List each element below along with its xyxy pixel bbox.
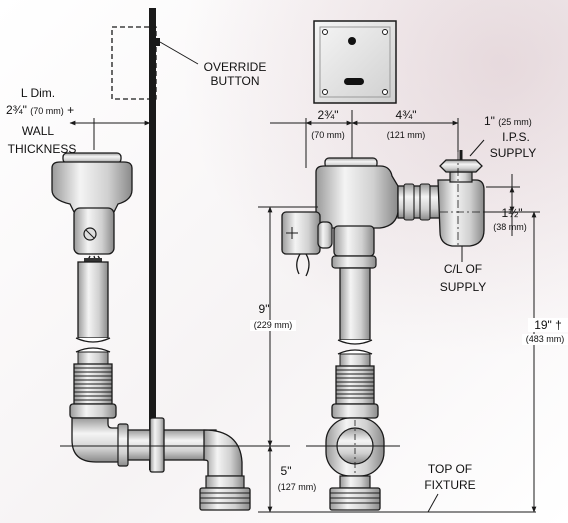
dim-1-5-value: 1½" [501, 206, 523, 220]
outlet-elbow [203, 429, 243, 477]
horizontal-pipe [127, 429, 217, 461]
override-leader [159, 41, 199, 65]
dim-1-group: 1" (25 mm) [484, 114, 532, 129]
stop-valve-handle [439, 159, 483, 173]
dim-4-75-value: 4¾" [395, 108, 417, 122]
tube-upper-front [339, 267, 371, 341]
override-button-nub [155, 38, 160, 46]
override-button [348, 37, 356, 45]
vacuum-breaker [69, 363, 117, 419]
stop-valve [437, 179, 485, 247]
dim-9-value: 9" [258, 302, 270, 316]
dim-9-mm: (229 mm) [250, 320, 296, 331]
l-dim-label: L Dim. [20, 86, 56, 100]
valve-body-front [315, 165, 399, 229]
l-dim-plus: + [67, 103, 75, 117]
tube-lower [77, 351, 109, 365]
l-dim-value-group: 2¾" (70 mm) + [6, 103, 74, 118]
thickness-label: THICKNESS [7, 142, 77, 156]
tube-upper [77, 261, 109, 339]
wall-label: WALL [21, 124, 55, 138]
top-of-fixture-label-line1: TOP OF [427, 462, 473, 476]
dim-2-75-mm: (70 mm) [311, 130, 345, 140]
outlet-coupling [199, 487, 251, 511]
top-of-fixture-label-line2: FIXTURE [424, 478, 476, 492]
dim-1-mm: (25 mm) [498, 117, 532, 127]
override-label-line1: OVERRIDE [203, 60, 267, 74]
dim-4-75-mm: (121 mm) [386, 130, 426, 140]
vacuum-breaker-front [331, 365, 379, 419]
sensor-box-dashed [111, 26, 157, 100]
spud-nut-left [117, 423, 129, 467]
override-label-line2: BUTTON [210, 74, 260, 88]
valve-lower-front [333, 225, 375, 257]
dim-5-mm: (127 mm) [277, 482, 317, 492]
outlet-coupling-front [329, 487, 381, 511]
dim-1-value: 1" [484, 114, 495, 128]
front-view [258, 20, 540, 513]
dim-19-value: 19" † [528, 318, 568, 332]
cl-supply-label-line2: SUPPLY [439, 280, 487, 294]
sensor-window [344, 78, 364, 85]
supply-label: SUPPLY [489, 146, 537, 160]
wall-flange [149, 417, 165, 473]
cl-supply-label-line1: C/L OF [443, 262, 483, 276]
dim-5-value: 5" [280, 464, 292, 478]
wall [149, 8, 156, 470]
valve-body [51, 161, 133, 213]
ips-label: I.P.S. [502, 130, 530, 144]
l-dim-value: 2¾" [6, 103, 27, 117]
dim-19-mm: (483 mm) [522, 334, 568, 345]
override-button-label: OVERRIDE BUTTON [200, 60, 270, 88]
side-view [51, 8, 290, 511]
l-dim-mm: (70 mm) [30, 106, 64, 116]
dim-1-5-mm: (38 mm) [493, 222, 527, 232]
dim-2-75-value: 2¾" [317, 108, 339, 122]
upper-elbow [71, 417, 121, 463]
sensor-plate [313, 20, 397, 104]
